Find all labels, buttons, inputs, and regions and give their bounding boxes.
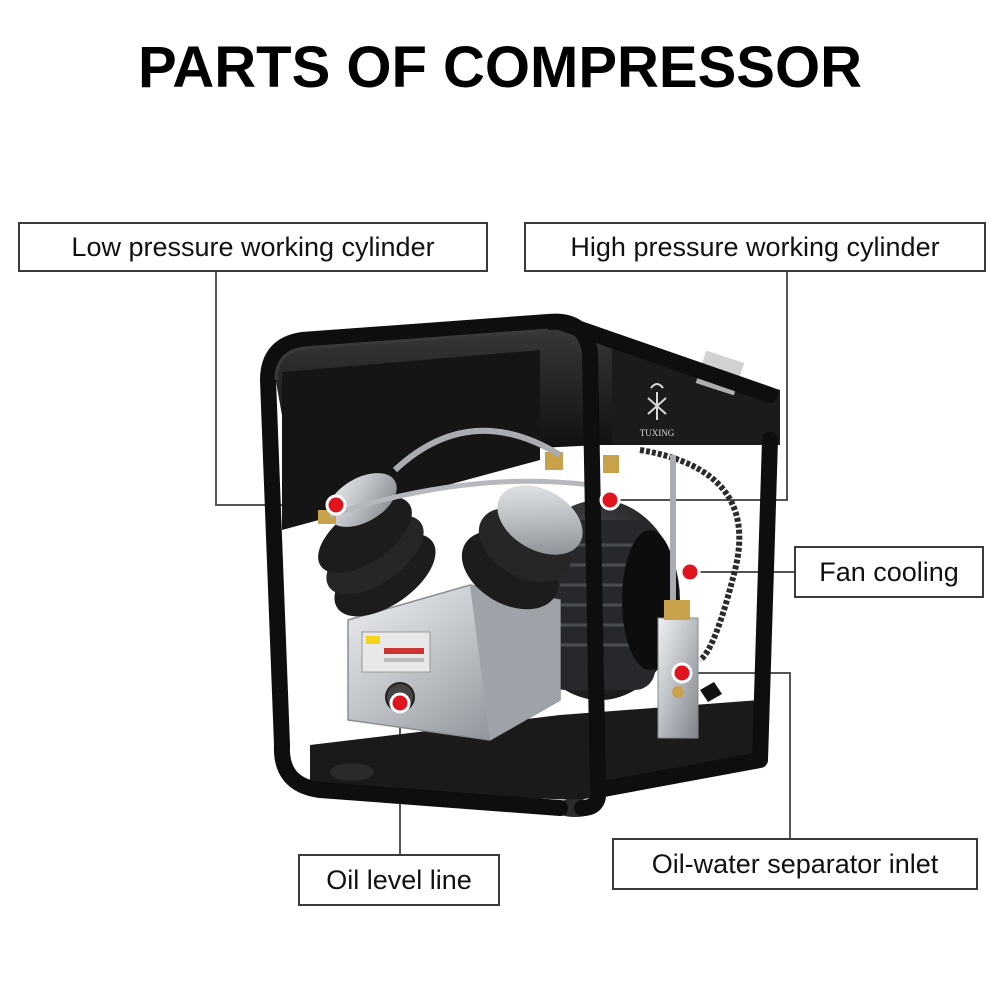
braided-hose (639, 447, 743, 663)
low-pressure-cylinder (318, 473, 436, 617)
marker-high-pressure (599, 489, 621, 511)
tubular-frame (260, 313, 778, 816)
marker-oil-level (389, 692, 411, 714)
marker-fan-cooling (679, 561, 701, 583)
brand-logo (647, 383, 667, 420)
label-high-pressure-cylinder: High pressure working cylinder (524, 222, 986, 272)
high-pressure-cylinder (461, 452, 619, 610)
page-title: PARTS OF COMPRESSOR (138, 35, 862, 100)
transfer-pipe (392, 427, 562, 473)
brand-text: TUXING (640, 428, 675, 438)
leader-high-pressure (610, 272, 788, 501)
label-oil-level-line: Oil level line (298, 854, 500, 906)
marker-separator (671, 662, 693, 684)
marker-low-pressure (325, 494, 347, 516)
markers (325, 489, 701, 714)
leader-separator (682, 672, 791, 838)
label-low-pressure-cylinder: Low pressure working cylinder (18, 222, 488, 272)
label-fan-cooling: Fan cooling (794, 546, 984, 598)
label-oil-water-separator-inlet: Oil-water separator inlet (612, 838, 978, 890)
